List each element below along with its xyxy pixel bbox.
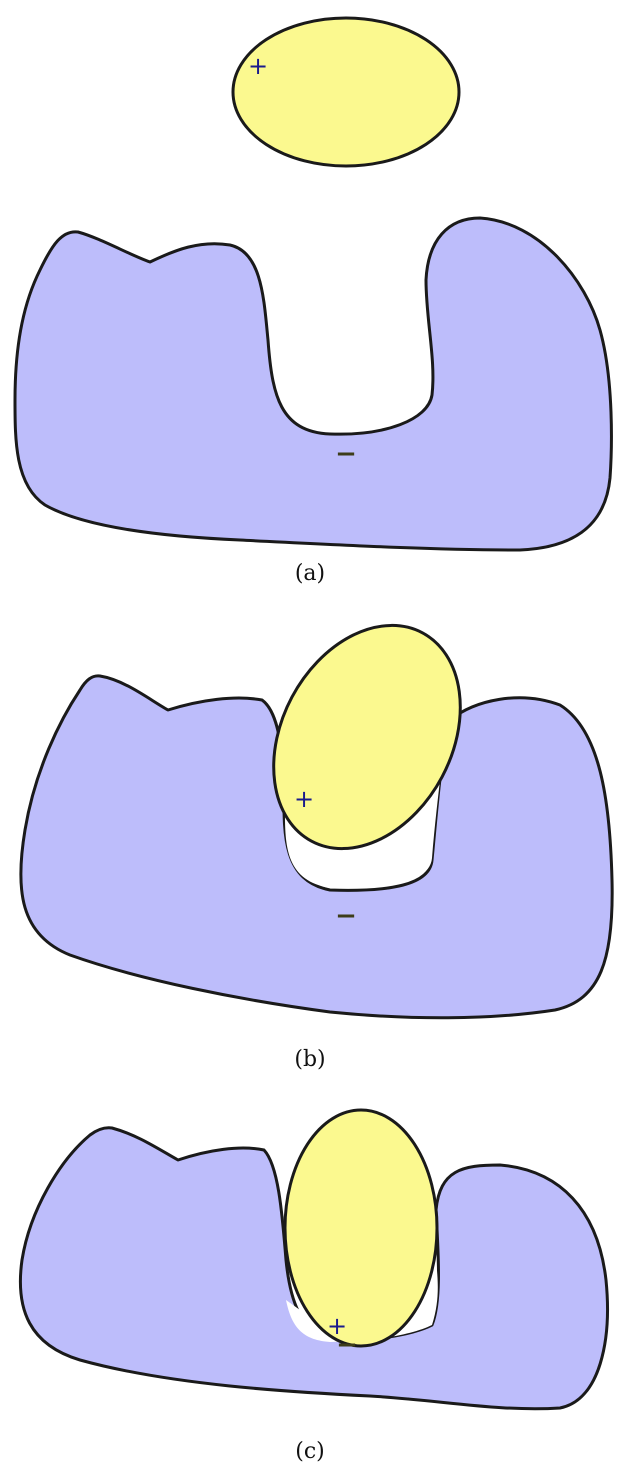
ligand-shape-c bbox=[285, 1110, 437, 1346]
minus-sign-b: − bbox=[335, 901, 357, 931]
minus-sign-c: − bbox=[336, 1330, 358, 1360]
receptor-shape-a bbox=[15, 218, 611, 550]
caption-c: (c) bbox=[295, 1439, 325, 1464]
caption-a: (a) bbox=[295, 561, 325, 586]
ligand-shape-a bbox=[233, 18, 459, 166]
minus-sign-a: − bbox=[335, 439, 357, 469]
plus-sign-a: + bbox=[248, 52, 268, 80]
panel-a: + − (a) bbox=[15, 18, 611, 586]
panel-b: + − (b) bbox=[21, 593, 612, 1072]
caption-b: (b) bbox=[294, 1047, 325, 1072]
plus-sign-b: + bbox=[294, 785, 314, 813]
panel-c: + − (c) bbox=[20, 1110, 607, 1464]
